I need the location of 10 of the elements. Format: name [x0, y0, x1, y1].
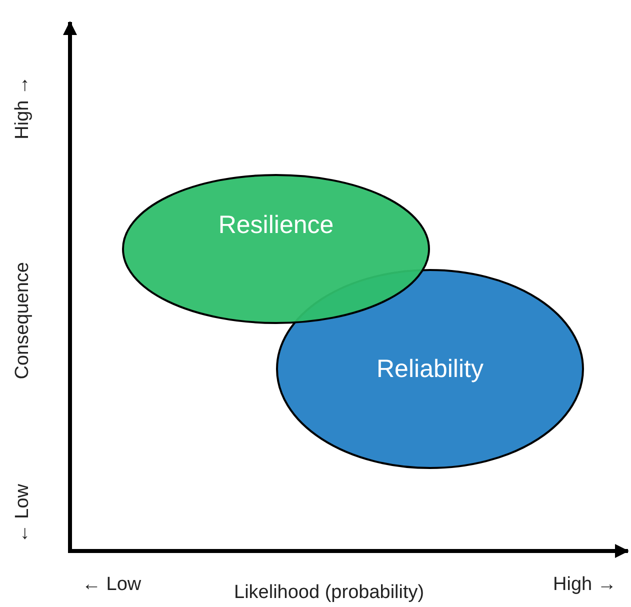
- axis-title: Consequence: [12, 262, 34, 380]
- axis-end-label: ← Low: [12, 484, 34, 544]
- axis-end-label: High →: [553, 574, 616, 596]
- axis-title: Likelihood (probability): [234, 582, 424, 604]
- axis-end-label: ← Low: [82, 574, 142, 596]
- region-label: Reliability: [376, 354, 484, 384]
- region-label: Resilience: [218, 210, 334, 240]
- ellipse-region: [276, 269, 584, 469]
- ellipse-region: [122, 174, 430, 324]
- axis-end-label: High →: [12, 76, 34, 140]
